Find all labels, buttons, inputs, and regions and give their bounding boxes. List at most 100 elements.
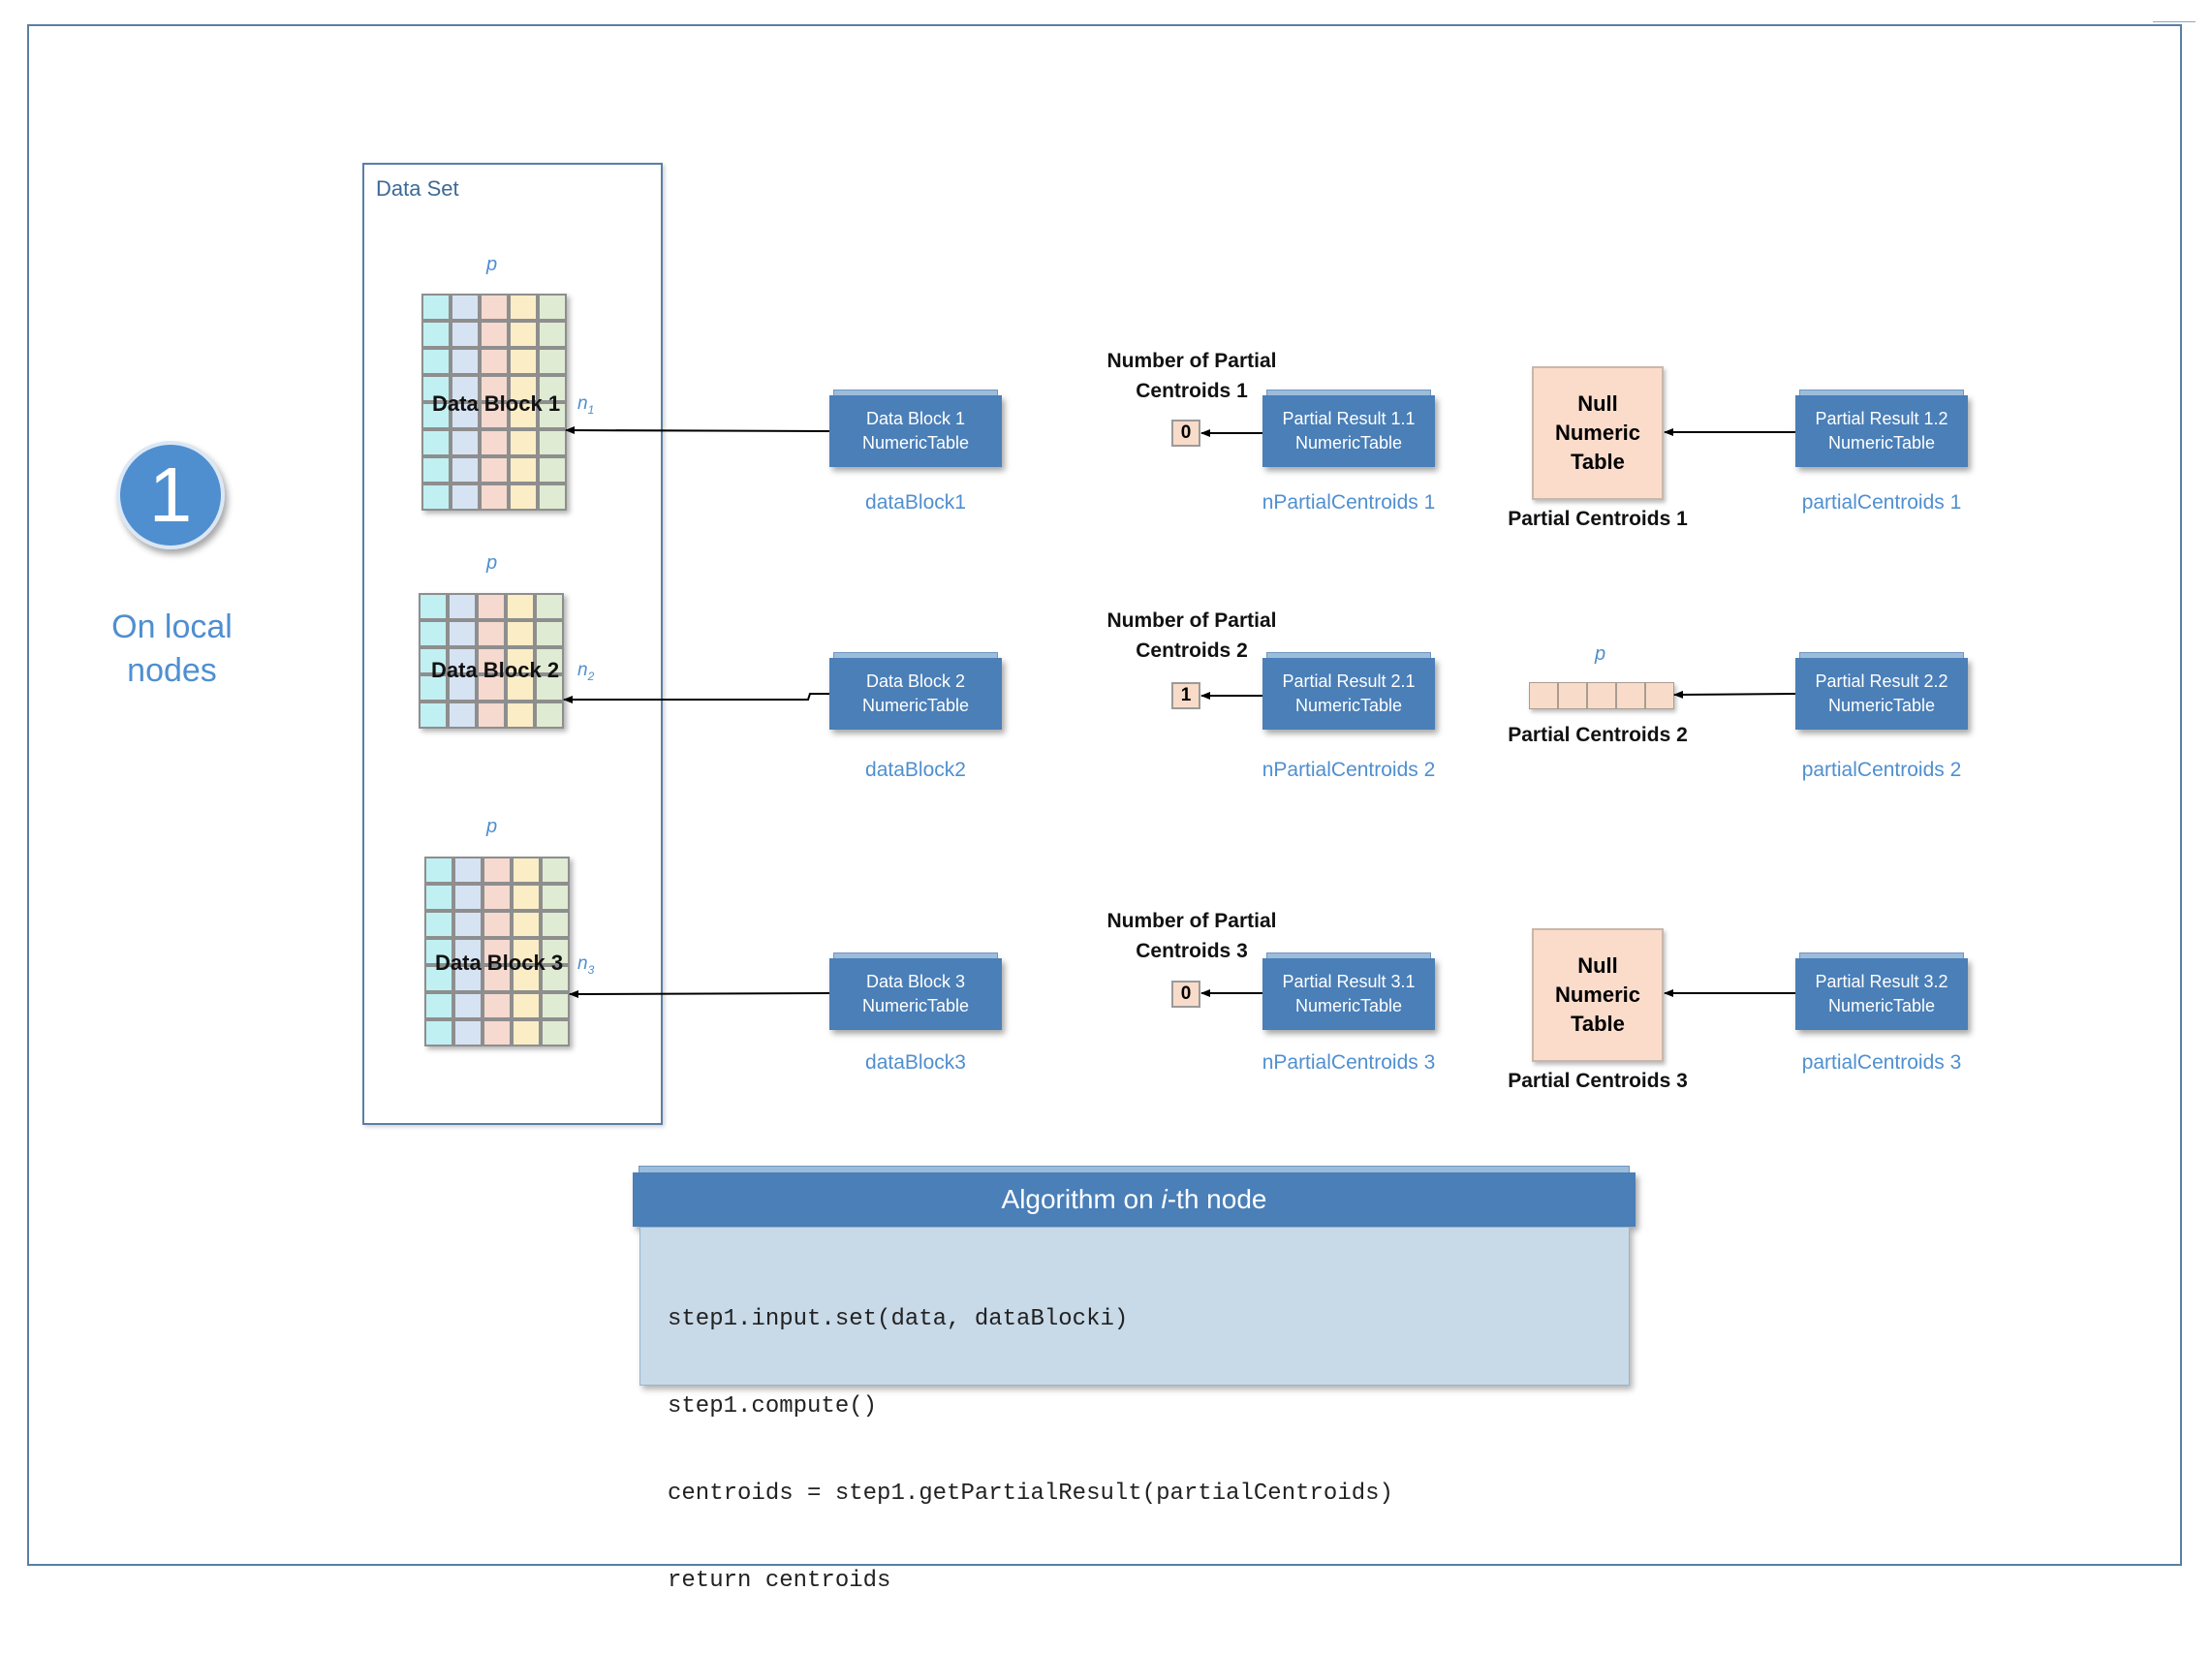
arrow-datablock1: [565, 426, 830, 435]
grid-cell: [453, 992, 483, 1019]
grid-cell: [538, 294, 567, 321]
vector-cell: [1645, 682, 1674, 709]
grid-cell: [451, 348, 480, 375]
grid-cell: [480, 321, 509, 348]
grid-cell: [538, 375, 567, 402]
partial-result-2-2: Partial Result 2.2 NumericTable: [1795, 652, 1968, 730]
grid-cell: [480, 429, 509, 456]
partial-result-2-2-line1: Partial Result 2.2: [1815, 671, 1948, 691]
data-block-2-grid: [419, 593, 564, 729]
grid-cell: [512, 938, 541, 965]
grid-cell: [506, 647, 535, 674]
grid-cell: [538, 429, 567, 456]
algorithm-title-pre: Algorithm on: [1001, 1184, 1162, 1214]
arrow-datablock2: [563, 693, 829, 703]
grid-cell: [419, 593, 448, 620]
count-label-2-line2: Centroids 2: [1136, 640, 1248, 662]
partial-result-1-1: Partial Result 1.1 NumericTable: [1262, 390, 1435, 467]
count-label-1-line2: Centroids 1: [1136, 380, 1248, 402]
grid-cell: [477, 620, 506, 647]
algorithm-title-italic: i: [1161, 1184, 1168, 1214]
grid-cell: [477, 674, 506, 702]
grid-cell: [538, 348, 567, 375]
count-label-3-line2: Centroids 3: [1136, 940, 1248, 962]
algorithm-title-post: -th node: [1167, 1184, 1267, 1214]
block1-n-sub: 1: [587, 402, 595, 417]
grid-cell: [483, 965, 512, 992]
grid-cell: [509, 402, 538, 429]
grid-cell: [451, 294, 480, 321]
grid-cell: [506, 702, 535, 729]
grid-cell: [421, 348, 451, 375]
grid-cell: [453, 911, 483, 938]
grid-cell: [541, 938, 570, 965]
null-box-1-line3: Table: [1571, 450, 1625, 474]
code-line-3: centroids = step1.getPartialResult(parti…: [668, 1481, 1393, 1507]
block1-n-label: n1: [577, 393, 594, 417]
data-block-1-numerictable: Data Block 1 NumericTable: [829, 390, 1002, 467]
partial-result-1-1-line1: Partial Result 1.1: [1282, 409, 1416, 428]
grid-cell: [541, 884, 570, 911]
data-block-2-label: Data Block 2: [431, 658, 560, 682]
data-block-1-nt-line2: NumericTable: [861, 433, 970, 453]
grid-cell: [538, 321, 567, 348]
count-value-3: 0: [1171, 981, 1200, 1008]
grid-cell: [512, 884, 541, 911]
grid-cell: [512, 857, 541, 884]
algorithm-code: step1.input.set(data, dataBlocki) step1.…: [668, 1247, 1393, 1654]
null-box-3-line3: Table: [1571, 1012, 1625, 1036]
grid-cell: [506, 674, 535, 702]
grid-cell: [535, 620, 564, 647]
partial-result-3-2-line2: NumericTable: [1827, 996, 1936, 1015]
partial-result-3-1-line2: NumericTable: [1294, 996, 1403, 1015]
grid-cell: [541, 992, 570, 1019]
block2-n-label: n2: [577, 660, 594, 683]
data-block-3-grid: [424, 857, 570, 1046]
grid-cell: [419, 620, 448, 647]
grid-cell: [541, 965, 570, 992]
count-value-1: 0: [1171, 420, 1200, 447]
grid-cell: [451, 375, 480, 402]
partial-result-2-1-line1: Partial Result 2.1: [1282, 671, 1416, 691]
grid-cell: [509, 294, 538, 321]
data-block-3-nt-line1: Data Block 3: [865, 972, 966, 991]
grid-cell: [538, 484, 567, 511]
grid-cell: [453, 938, 483, 965]
grid-cell: [419, 674, 448, 702]
grid-cell: [541, 911, 570, 938]
n-partial-centroids-2-caption: nPartialCentroids 2: [1262, 759, 1436, 781]
arrow-datablock3: [569, 989, 830, 998]
grid-cell: [509, 484, 538, 511]
null-box-3-line1: Null: [1577, 953, 1618, 978]
grid-cell: [421, 321, 451, 348]
grid-cell: [448, 702, 477, 729]
data-block-2-caption: dataBlock2: [865, 759, 966, 781]
data-block-3-nt-line2: NumericTable: [861, 996, 970, 1015]
grid-cell: [424, 965, 453, 992]
grid-cell: [512, 992, 541, 1019]
grid-cell: [506, 620, 535, 647]
grid-cell: [480, 402, 509, 429]
grid-cell: [483, 884, 512, 911]
grid-cell: [453, 965, 483, 992]
partial-result-2-1-line2: NumericTable: [1294, 696, 1403, 715]
count-label-1: Number of Partial Centroids 1: [1085, 346, 1298, 406]
grid-cell: [448, 674, 477, 702]
vector-cell: [1529, 682, 1558, 709]
grid-cell: [535, 702, 564, 729]
count-label-3-line1: Number of Partial: [1106, 910, 1277, 932]
null-box-1-line1: Null: [1577, 391, 1618, 416]
grid-cell: [509, 429, 538, 456]
grid-cell: [451, 484, 480, 511]
frame-corner-line: [2153, 21, 2196, 22]
count-label-1-line1: Number of Partial: [1106, 350, 1277, 372]
count-label-3: Number of Partial Centroids 3: [1085, 906, 1298, 966]
grid-cell: [480, 348, 509, 375]
grid-cell: [448, 593, 477, 620]
partial-result-3-1-line1: Partial Result 3.1: [1282, 972, 1416, 991]
grid-cell: [512, 911, 541, 938]
grid-cell: [453, 1019, 483, 1046]
code-line-1: step1.input.set(data, dataBlocki): [668, 1306, 1129, 1332]
partial-result-2-2-line2: NumericTable: [1827, 696, 1936, 715]
block3-n-text: n: [577, 953, 588, 974]
